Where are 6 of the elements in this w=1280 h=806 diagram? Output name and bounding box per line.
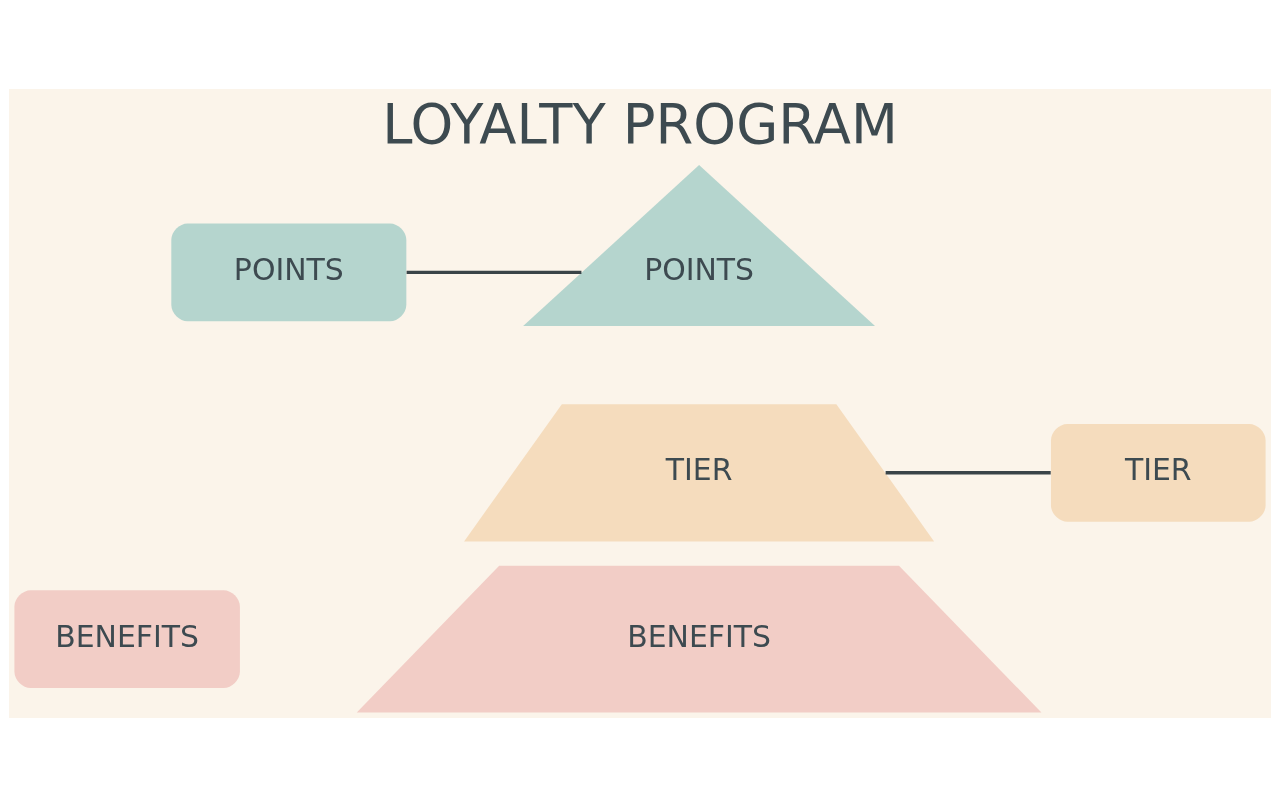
node-box: BENEFITS [14,589,240,688]
diagram-title: LOYALTY PROGRAM [382,92,898,156]
node-box: POINTS [171,223,407,321]
node-box: TIER [1050,423,1266,522]
connector [885,470,1051,474]
connector [406,270,582,274]
